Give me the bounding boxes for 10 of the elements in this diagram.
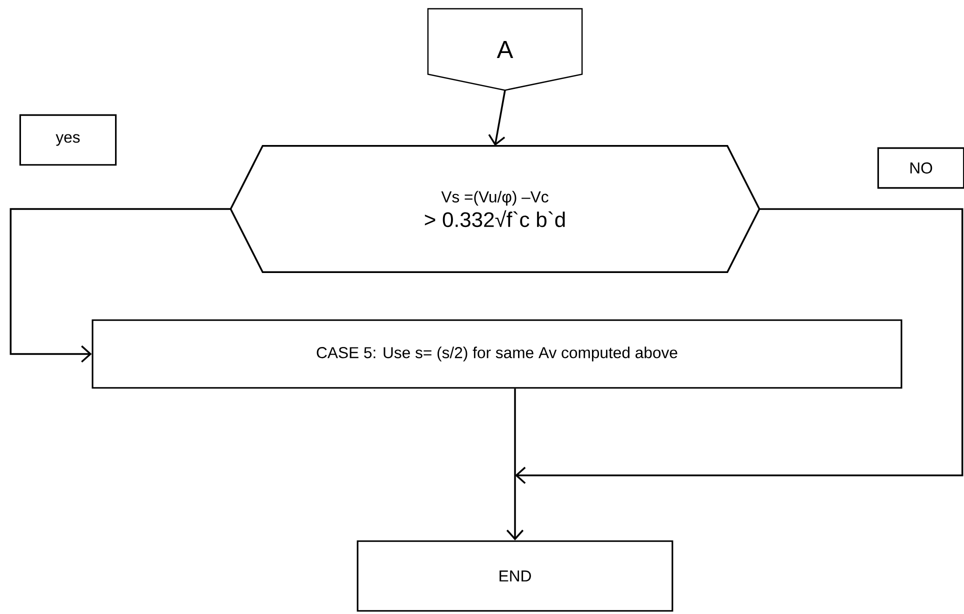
arrow [488, 90, 506, 146]
label-box: yes [19, 114, 117, 166]
process-box: END [356, 540, 674, 612]
decision-hexagon: Vs =(Vu/φ) –Vc > 0.332√f`c b`d [230, 145, 760, 273]
arrow [515, 208, 964, 484]
arrow [506, 388, 524, 540]
label-box: NO [877, 147, 964, 189]
off-page-connector: A [427, 8, 583, 91]
process-box: CASE 5: Use s= (s/2) for same Av computed above [92, 319, 902, 389]
arrow [10, 208, 231, 363]
